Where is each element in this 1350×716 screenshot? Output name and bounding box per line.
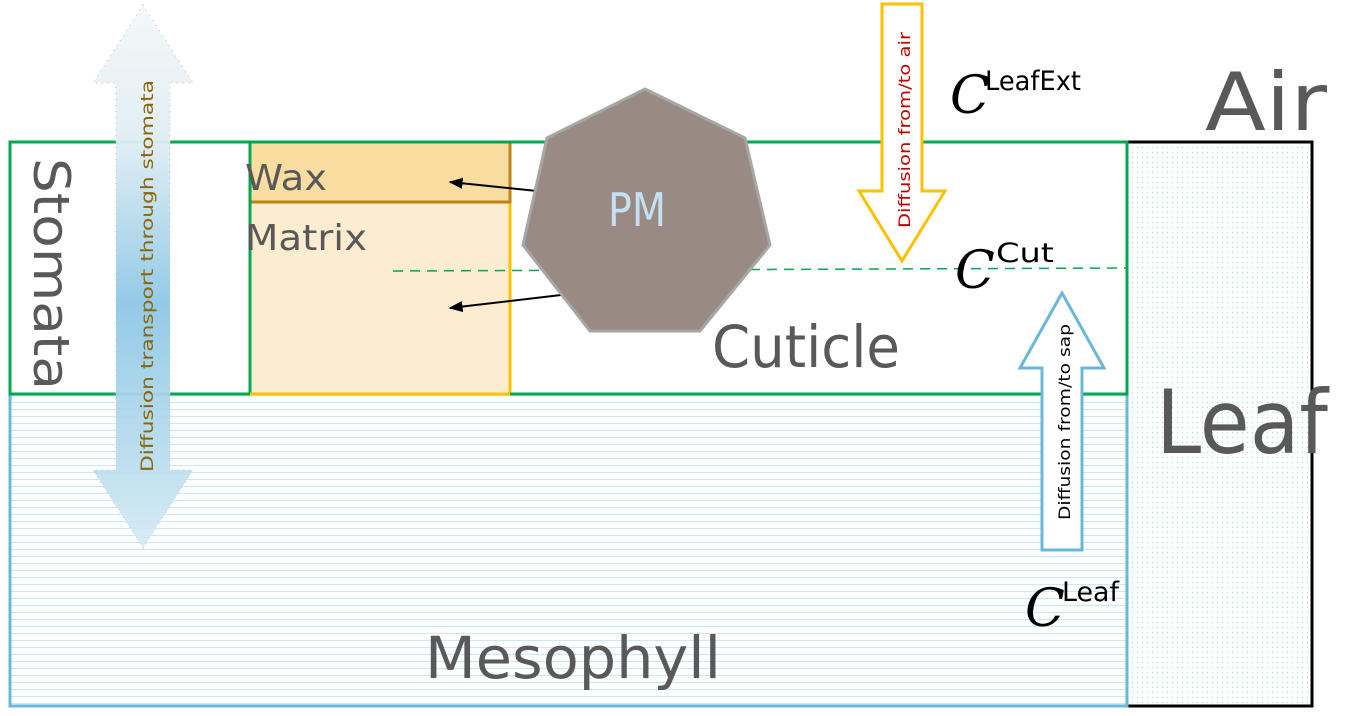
cut-concentration-line	[392, 267, 1128, 272]
svg-text:C: C	[1025, 579, 1065, 639]
air-diffusion-label: Diffusion from/to air	[895, 31, 914, 228]
svg-text:C: C	[955, 241, 995, 301]
air-diffusion-arrow	[856, 2, 948, 264]
sap-diffusion-arrow	[1017, 289, 1107, 552]
c-leaf-label: C Leaf	[1025, 577, 1120, 639]
mesophyll-region	[8, 392, 1129, 708]
sap-diffusion-label: Diffusion from/to sap	[1055, 324, 1074, 520]
pm-heptagon[interactable]	[521, 87, 772, 333]
pm-label: PM	[608, 183, 666, 237]
stomata-transport-arrow	[91, 3, 195, 550]
c-cut-label: C Cut	[955, 238, 1054, 301]
leaf-region	[1125, 140, 1314, 708]
stomata-transport-label: Diffusion transport through stomata	[138, 80, 158, 472]
svg-text:LeafExt: LeafExt	[985, 66, 1081, 97]
stomata-label: Stomata	[22, 158, 80, 390]
svg-text:C: C	[950, 66, 990, 126]
air-label: Air	[1205, 56, 1327, 149]
c-leafext-label: C LeafExt	[950, 66, 1081, 126]
wax-label: Wax	[245, 158, 327, 199]
svg-text:Leaf: Leaf	[1062, 577, 1120, 608]
matrix-label: Matrix	[245, 218, 367, 259]
mesophyll-label: Mesophyll	[425, 624, 721, 692]
matrix-pm-exchange-arrow[interactable]	[448, 288, 580, 313]
cuticle-label: Cuticle	[712, 313, 900, 381]
leaf-label: Leaf	[1156, 371, 1330, 474]
svg-text:Cut: Cut	[996, 238, 1054, 269]
